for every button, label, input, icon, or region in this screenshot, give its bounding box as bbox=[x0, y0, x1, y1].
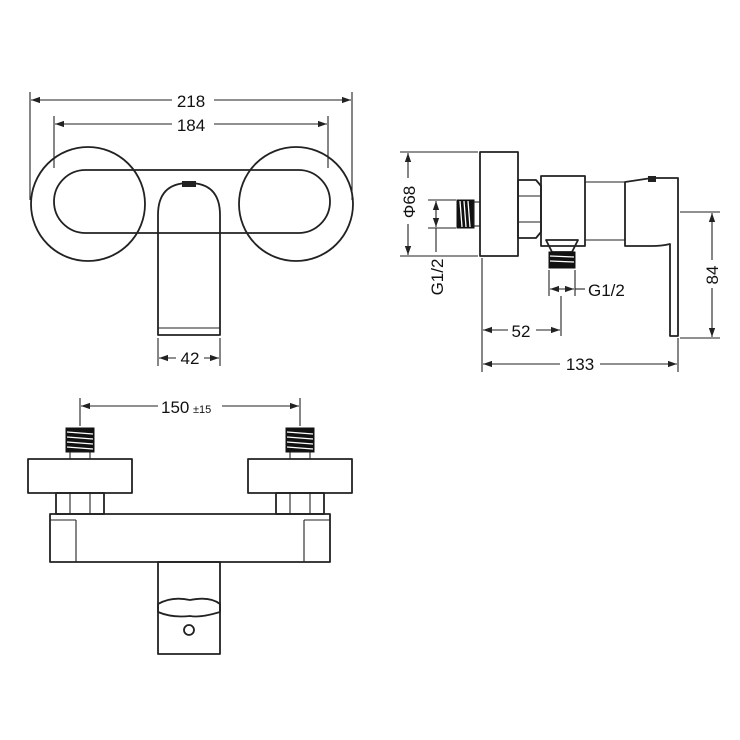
lever-handle bbox=[157, 182, 221, 336]
right-hex-nut-top bbox=[275, 492, 325, 515]
dim-center-tolerance: ±15 bbox=[193, 404, 211, 416]
side-lever-mark bbox=[648, 176, 656, 182]
dim-inlet-thread: G1/2 bbox=[428, 259, 447, 296]
left-flange-top bbox=[27, 458, 133, 494]
dim-center-distance: 150 bbox=[161, 398, 189, 417]
dim-flange-diameter: Φ68 bbox=[400, 186, 419, 218]
side-hex-nut bbox=[517, 179, 542, 239]
side-flange bbox=[479, 151, 519, 257]
side-lever bbox=[624, 177, 679, 337]
spout-hole bbox=[183, 624, 195, 636]
dim-overall-width: 218 bbox=[177, 92, 205, 111]
right-wall-flange bbox=[238, 146, 354, 262]
dim-lever-height: 84 bbox=[703, 266, 722, 285]
dim-wall-to-outlet: 52 bbox=[512, 322, 531, 341]
dim-spout-width: 42 bbox=[181, 349, 200, 368]
left-wall-flange bbox=[30, 146, 146, 262]
spout-curve bbox=[157, 597, 221, 618]
lever-top-cap bbox=[182, 181, 196, 187]
front-view: 218 184 42 bbox=[29, 88, 354, 368]
body-bar-top bbox=[49, 513, 331, 563]
plan-view: 150 ±15 bbox=[27, 394, 353, 655]
mixer-body bbox=[53, 169, 331, 234]
dim-total-depth: 133 bbox=[566, 355, 594, 374]
right-flange-top bbox=[247, 458, 353, 494]
outlet-thread bbox=[548, 251, 576, 269]
side-view: Φ68 G1/2 G1/2 52 133 84 bbox=[396, 151, 724, 374]
dim-outlet-thread: G1/2 bbox=[588, 281, 625, 300]
dim-flange-span: 184 bbox=[177, 116, 205, 135]
left-hex-nut-top bbox=[55, 492, 105, 515]
spout-top bbox=[157, 561, 221, 655]
side-body bbox=[540, 175, 586, 247]
